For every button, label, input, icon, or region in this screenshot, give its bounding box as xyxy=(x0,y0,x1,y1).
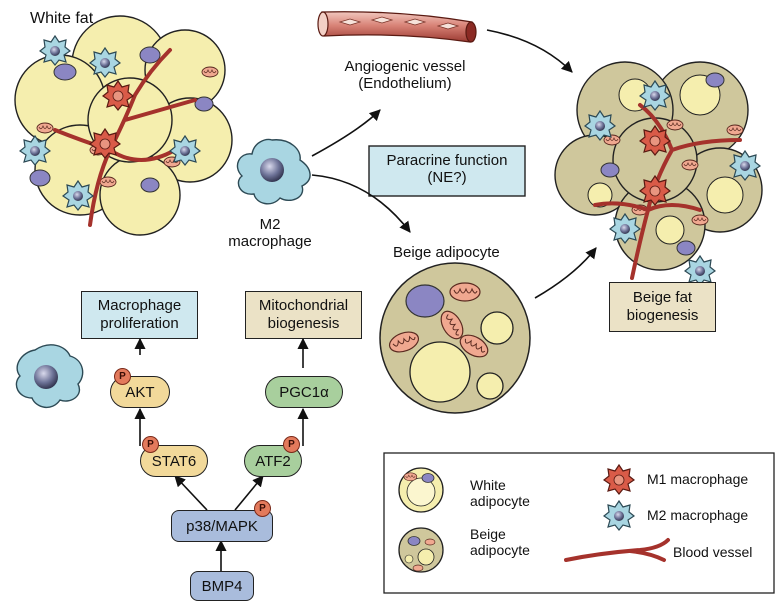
m2-macrophage-central xyxy=(236,138,311,205)
legend-blood-vessel-icon xyxy=(564,538,670,562)
legend-white-adipocyte-label: White adipocyte xyxy=(470,477,530,509)
angiogenic-vessel-label-line1: Angiogenic vessel xyxy=(344,58,466,75)
macrophage-proliferation-line2: proliferation xyxy=(100,315,179,332)
stat6-phospho-badge: P xyxy=(142,436,159,453)
legend-white-line1: White xyxy=(470,477,506,493)
beige-adipocyte-label: Beige adipocyte xyxy=(393,244,500,261)
beige-fat-biogenesis-box: Beige fat biogenesis xyxy=(609,282,716,332)
macrophage-proliferation-line1: Macrophage xyxy=(97,297,182,314)
beige-fat-cluster xyxy=(554,61,763,286)
paracrine-box xyxy=(368,145,526,197)
akt-phospho-badge: P xyxy=(114,368,131,385)
paracrine-function-label-line1: Paracrine function xyxy=(386,152,508,169)
mitochondrial-biogenesis-line1: Mitochondrial xyxy=(258,297,349,314)
legend-box xyxy=(383,452,775,594)
legend-white-adipocyte-icon xyxy=(398,467,444,513)
legend-m2-label: M2 macrophage xyxy=(647,507,749,523)
white-fat-cluster xyxy=(14,15,233,236)
legend-m1-macrophage-icon xyxy=(603,464,635,495)
angiogenic-vessel xyxy=(317,11,477,43)
bmp4-node: BMP4 xyxy=(190,571,254,601)
macrophage-proliferation-box: Macrophage proliferation xyxy=(81,291,198,339)
legend-beige-line2: adipocyte xyxy=(470,542,530,559)
paracrine-function-label: Paracrine function (NE?) xyxy=(369,152,525,187)
mitochondrial-biogenesis-line2: biogenesis xyxy=(267,315,340,332)
atf2-phospho-badge: P xyxy=(283,436,300,453)
legend-beige-adipocyte-label: Beige adipocyte xyxy=(470,526,530,558)
p38-phospho-badge: P xyxy=(254,500,271,517)
paracrine-function-label-line2: (NE?) xyxy=(427,169,467,187)
beige-adipocyte-central xyxy=(379,262,531,414)
legend-beige-adipocyte-icon xyxy=(398,527,444,573)
legend-m2-macrophage-icon xyxy=(603,500,635,531)
angiogenic-vessel-label: Angiogenic vessel (Endothelium) xyxy=(330,58,480,93)
legend-m1-label: M1 macrophage xyxy=(647,471,749,487)
legend-white-line2: adipocyte xyxy=(470,493,530,510)
beige-fat-biogenesis-line2: biogenesis xyxy=(626,307,699,324)
m2-macrophage-label-line1: M2 xyxy=(259,216,281,233)
arrows xyxy=(134,29,597,571)
legend-beige-line1: Beige xyxy=(470,526,506,542)
pgc1a-node: PGC1α xyxy=(265,376,343,408)
beige-fat-biogenesis-line1: Beige fat xyxy=(632,289,693,306)
p38-mapk-node: p38/MAPK xyxy=(171,510,273,542)
legend-blood-vessel-label: Blood vessel xyxy=(673,544,753,560)
akt-node: AKT xyxy=(110,376,170,408)
m2-macrophage-small xyxy=(15,344,84,408)
m2-macrophage-label: M2 macrophage xyxy=(225,216,315,251)
angiogenic-vessel-label-line2: (Endothelium) xyxy=(358,75,452,93)
m2-macrophage-label-line2: macrophage xyxy=(228,233,312,251)
white-fat-label: White fat xyxy=(30,10,94,27)
mitochondrial-biogenesis-box: Mitochondrial biogenesis xyxy=(245,291,362,339)
